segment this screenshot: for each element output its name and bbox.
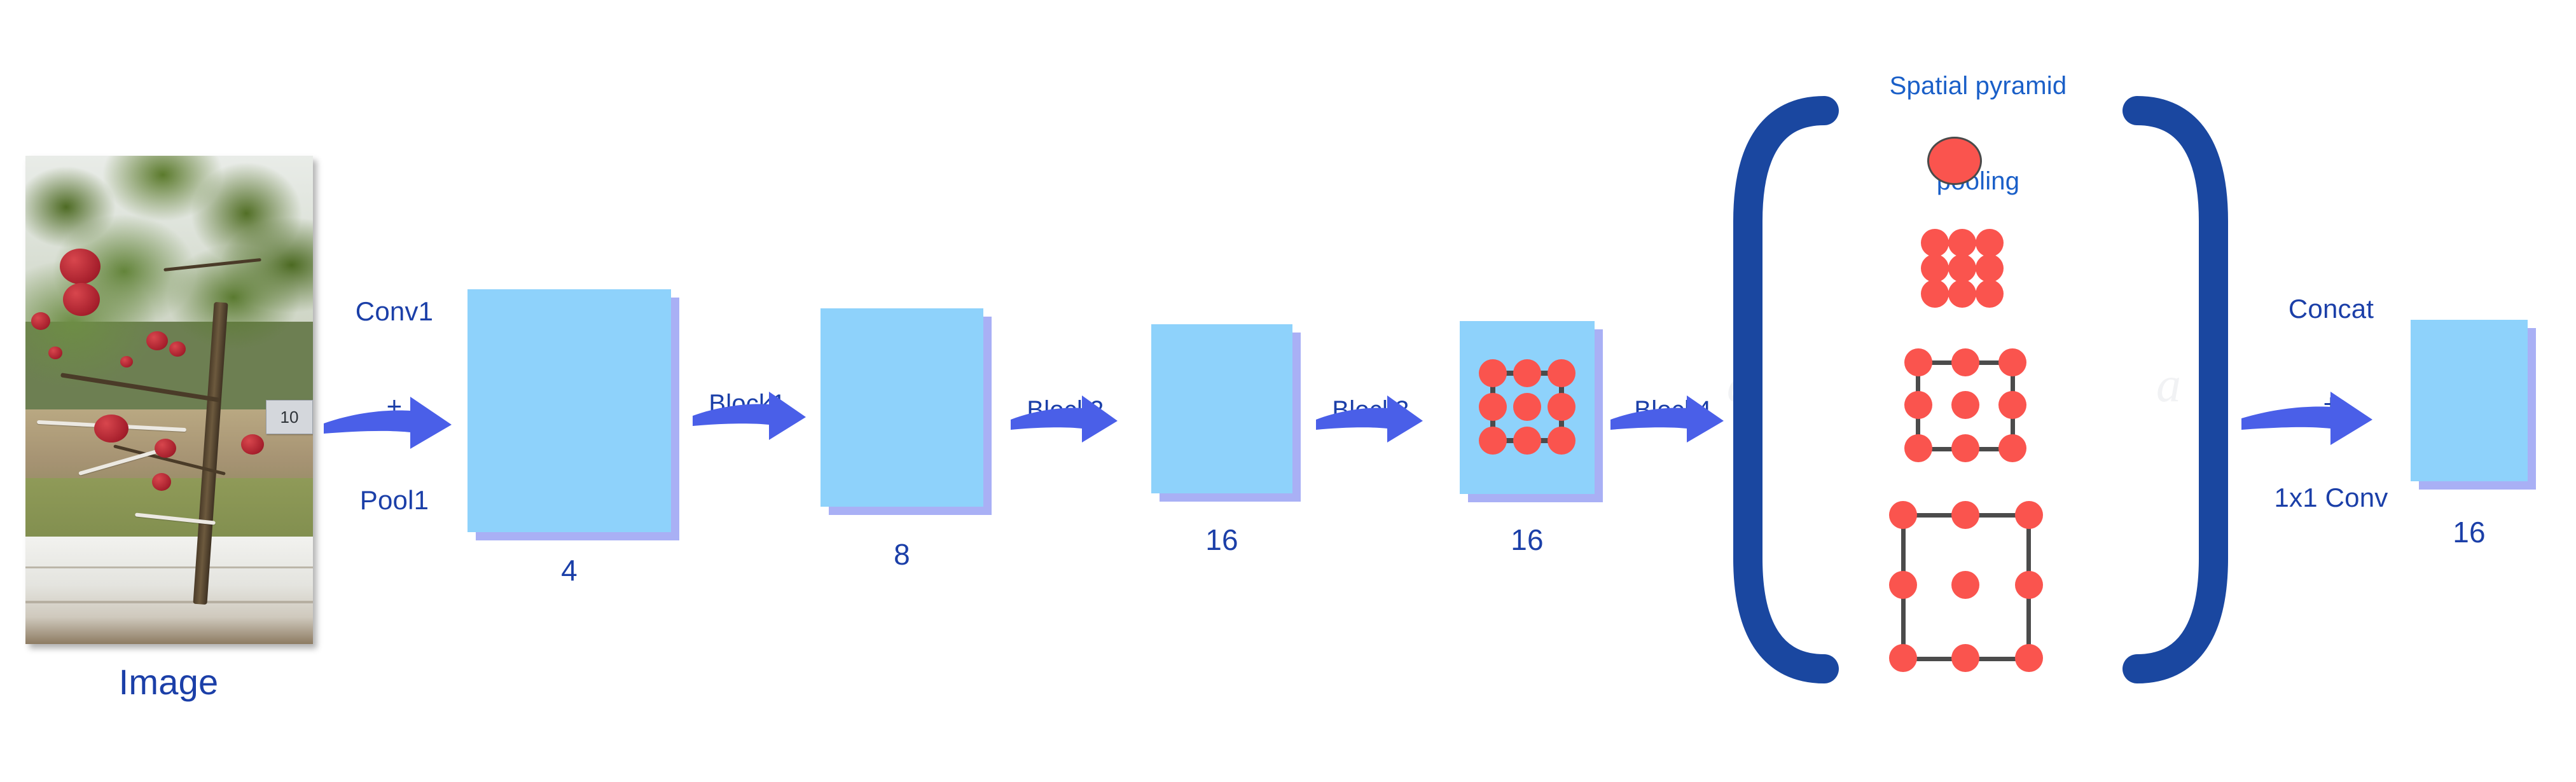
photo-pomegranate <box>94 415 129 443</box>
label-pool1: Pool1 <box>359 485 429 516</box>
spp-dot <box>1951 501 1979 529</box>
spp-dot <box>1889 571 1917 599</box>
fmap-8 <box>821 308 983 507</box>
photo-pomegranate <box>48 346 63 359</box>
arrow-concat <box>2239 381 2379 451</box>
photo-pomegranate <box>120 355 134 367</box>
spp-title: Spatial pyramid pooling <box>1819 6 2137 261</box>
spp-dot <box>1921 280 1949 308</box>
photo-pomegranate <box>60 248 101 284</box>
fmap-16a-label: 16 <box>1205 523 1238 556</box>
spp-dot <box>1904 434 1932 462</box>
fmap-4 <box>467 289 671 532</box>
arrow-conv1pool1 <box>321 385 458 455</box>
grid-dot <box>1479 359 1507 387</box>
spp-dot <box>1998 434 2026 462</box>
grid-dot <box>1548 393 1575 421</box>
spp-dot <box>1927 137 1982 185</box>
input-image-caption: Image <box>118 662 219 702</box>
spp-dot <box>1951 571 1979 599</box>
photo-pomegranate <box>62 282 100 316</box>
fmap-out-label: 16 <box>2453 516 2486 549</box>
spp-dot <box>1921 229 1949 257</box>
grid-dot <box>1479 427 1507 455</box>
fmap-4-label: 4 <box>561 554 578 587</box>
fmap-16a <box>1151 324 1292 493</box>
spp-dot <box>1998 348 2026 376</box>
label-concat: Concat <box>2288 294 2374 324</box>
spp-right-bracket <box>2118 94 2233 685</box>
photo-pomegranate <box>151 473 171 491</box>
spp-left-bracket <box>1729 94 1843 685</box>
spp-dot <box>2015 501 2043 529</box>
arrow-block3 <box>1313 387 1428 448</box>
spp-level-3 <box>1902 346 2029 464</box>
spp-dot <box>1951 434 1979 462</box>
photo-pomegranate <box>169 341 186 357</box>
spp-dot <box>1889 501 1917 529</box>
spp-dot <box>1951 348 1979 376</box>
grid-dot <box>1513 427 1541 455</box>
fmap-16b-label: 16 <box>1511 523 1544 556</box>
photo-plastic-mulch <box>25 537 313 644</box>
grid-dot <box>1548 427 1575 455</box>
spp-level-1 <box>1927 137 1982 185</box>
arrow-label-concat: Concat + 1x1 Conv <box>2229 230 2433 577</box>
spp-level-4 <box>1886 499 2048 674</box>
fmap-out <box>2411 320 2528 481</box>
spp-dot <box>1904 391 1932 419</box>
arrow-block1 <box>690 381 811 445</box>
spp-dot <box>1998 391 2026 419</box>
input-image: 10 <box>25 156 313 644</box>
label-conv1: Conv1 <box>355 296 434 327</box>
grid-dot <box>1513 393 1541 421</box>
spp-dot <box>1951 644 1979 672</box>
grid-dot <box>1513 359 1541 387</box>
arrow-label-conv1pool1: Conv1 + Pool1 <box>318 233 471 579</box>
spp-dot <box>1948 254 1976 282</box>
photo-pomegranate <box>31 312 51 330</box>
spp-dot <box>1904 348 1932 376</box>
spp-level-2 <box>1921 229 2004 308</box>
spp-dot <box>1948 229 1976 257</box>
fmap-16b <box>1460 321 1595 494</box>
spp-dot <box>1921 254 1949 282</box>
spp-dot <box>1976 280 2004 308</box>
fmap-8-label: 8 <box>894 538 910 571</box>
spp-dot <box>1948 280 1976 308</box>
grid-dot <box>1548 359 1575 387</box>
spp-dot <box>2015 644 2043 672</box>
arrow-block4 <box>1608 387 1729 448</box>
photo-pomegranate <box>146 331 168 351</box>
photo-pomegranate <box>241 434 264 455</box>
spp-dot <box>2015 571 2043 599</box>
label-1x1-conv: 1x1 Conv <box>2274 483 2388 513</box>
arrow-block2 <box>1008 387 1123 448</box>
spp-dot <box>1951 391 1979 419</box>
spp-dot <box>1976 254 2004 282</box>
spp-title-line-1: Spatial pyramid <box>1889 72 2067 100</box>
spp-dot <box>1976 229 2004 257</box>
spp-dot <box>1889 644 1917 672</box>
photo-label-sign: 10 <box>266 400 313 434</box>
photo-pomegranate <box>155 439 177 458</box>
grid-dot <box>1479 393 1507 421</box>
